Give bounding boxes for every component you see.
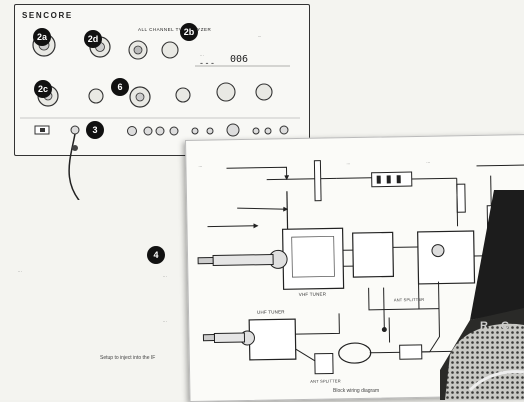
model-number: ... bbox=[258, 33, 261, 38]
jack-1 bbox=[71, 126, 79, 134]
vhf-tuner-label: VHF TUNER bbox=[299, 292, 327, 297]
setup-caption: Setup to inject into the IF bbox=[100, 355, 155, 361]
diagram-tag-2: ... bbox=[346, 160, 350, 165]
jack-9 bbox=[227, 124, 239, 136]
test-rig-ant-label: ... bbox=[18, 268, 22, 273]
callout-2b: 2b bbox=[180, 23, 198, 41]
callout-6: 6 bbox=[111, 78, 129, 96]
knob-tune bbox=[162, 42, 178, 58]
knob-mid-1 bbox=[89, 89, 103, 103]
readout-value-1: - - - bbox=[200, 58, 214, 68]
test-cable bbox=[69, 134, 120, 200]
if-module-block bbox=[353, 232, 394, 277]
readout-value-2: 006 bbox=[230, 54, 248, 65]
photo-corner bbox=[440, 190, 524, 400]
vertical-connector bbox=[314, 161, 321, 201]
callout-2c: 2c bbox=[34, 80, 52, 98]
knob-mid-4 bbox=[217, 83, 235, 101]
jack-12 bbox=[280, 126, 288, 134]
readout-label-1: ... bbox=[200, 52, 204, 57]
test-rig-box-2-label: ... bbox=[163, 318, 167, 323]
test-rig-box-1-label: ... bbox=[163, 273, 167, 278]
knob-mid-3 bbox=[176, 88, 190, 102]
diagram-tag-3: ... bbox=[426, 159, 430, 164]
jack-11 bbox=[265, 128, 271, 134]
jack-8 bbox=[207, 128, 213, 134]
uhf-tuner-shaft bbox=[214, 333, 244, 343]
knob-mid-5 bbox=[256, 84, 272, 100]
diagram-tag-1: ... bbox=[198, 163, 202, 168]
jack-4 bbox=[144, 127, 152, 135]
ant-splitter-2-block bbox=[400, 345, 422, 359]
jack-6 bbox=[170, 127, 178, 135]
photo-dark-panel bbox=[470, 190, 524, 320]
uhf-tuner-block bbox=[249, 319, 296, 360]
ant-splitter-1-block bbox=[315, 353, 333, 373]
callout-3: 3 bbox=[86, 121, 104, 139]
callout-4: 4 bbox=[147, 246, 165, 264]
jack-3 bbox=[128, 127, 137, 136]
block-wiring-caption: Block wiring diagram bbox=[333, 388, 379, 394]
jack-10 bbox=[253, 128, 259, 134]
panel-title: ALL CHANNEL TV ANALYZER bbox=[138, 27, 211, 32]
jack-7 bbox=[192, 128, 198, 134]
jack-5 bbox=[156, 127, 164, 135]
photo-letters: R C bbox=[480, 320, 514, 332]
coax-loop bbox=[339, 343, 371, 364]
uhf-tuner-label: UHF TUNER bbox=[257, 309, 285, 314]
callout-2d: 2d bbox=[84, 30, 102, 48]
ant-splitter-label-2: ANT SPLITTER bbox=[310, 378, 341, 384]
ant-splitter-label-1: ANT SPLITTER bbox=[394, 297, 425, 303]
callout-2a: 2a bbox=[33, 28, 51, 46]
vhf-tuner-shaft bbox=[213, 254, 273, 265]
gloved-hand bbox=[445, 324, 524, 400]
brand-logo: SENCORE bbox=[22, 11, 73, 20]
